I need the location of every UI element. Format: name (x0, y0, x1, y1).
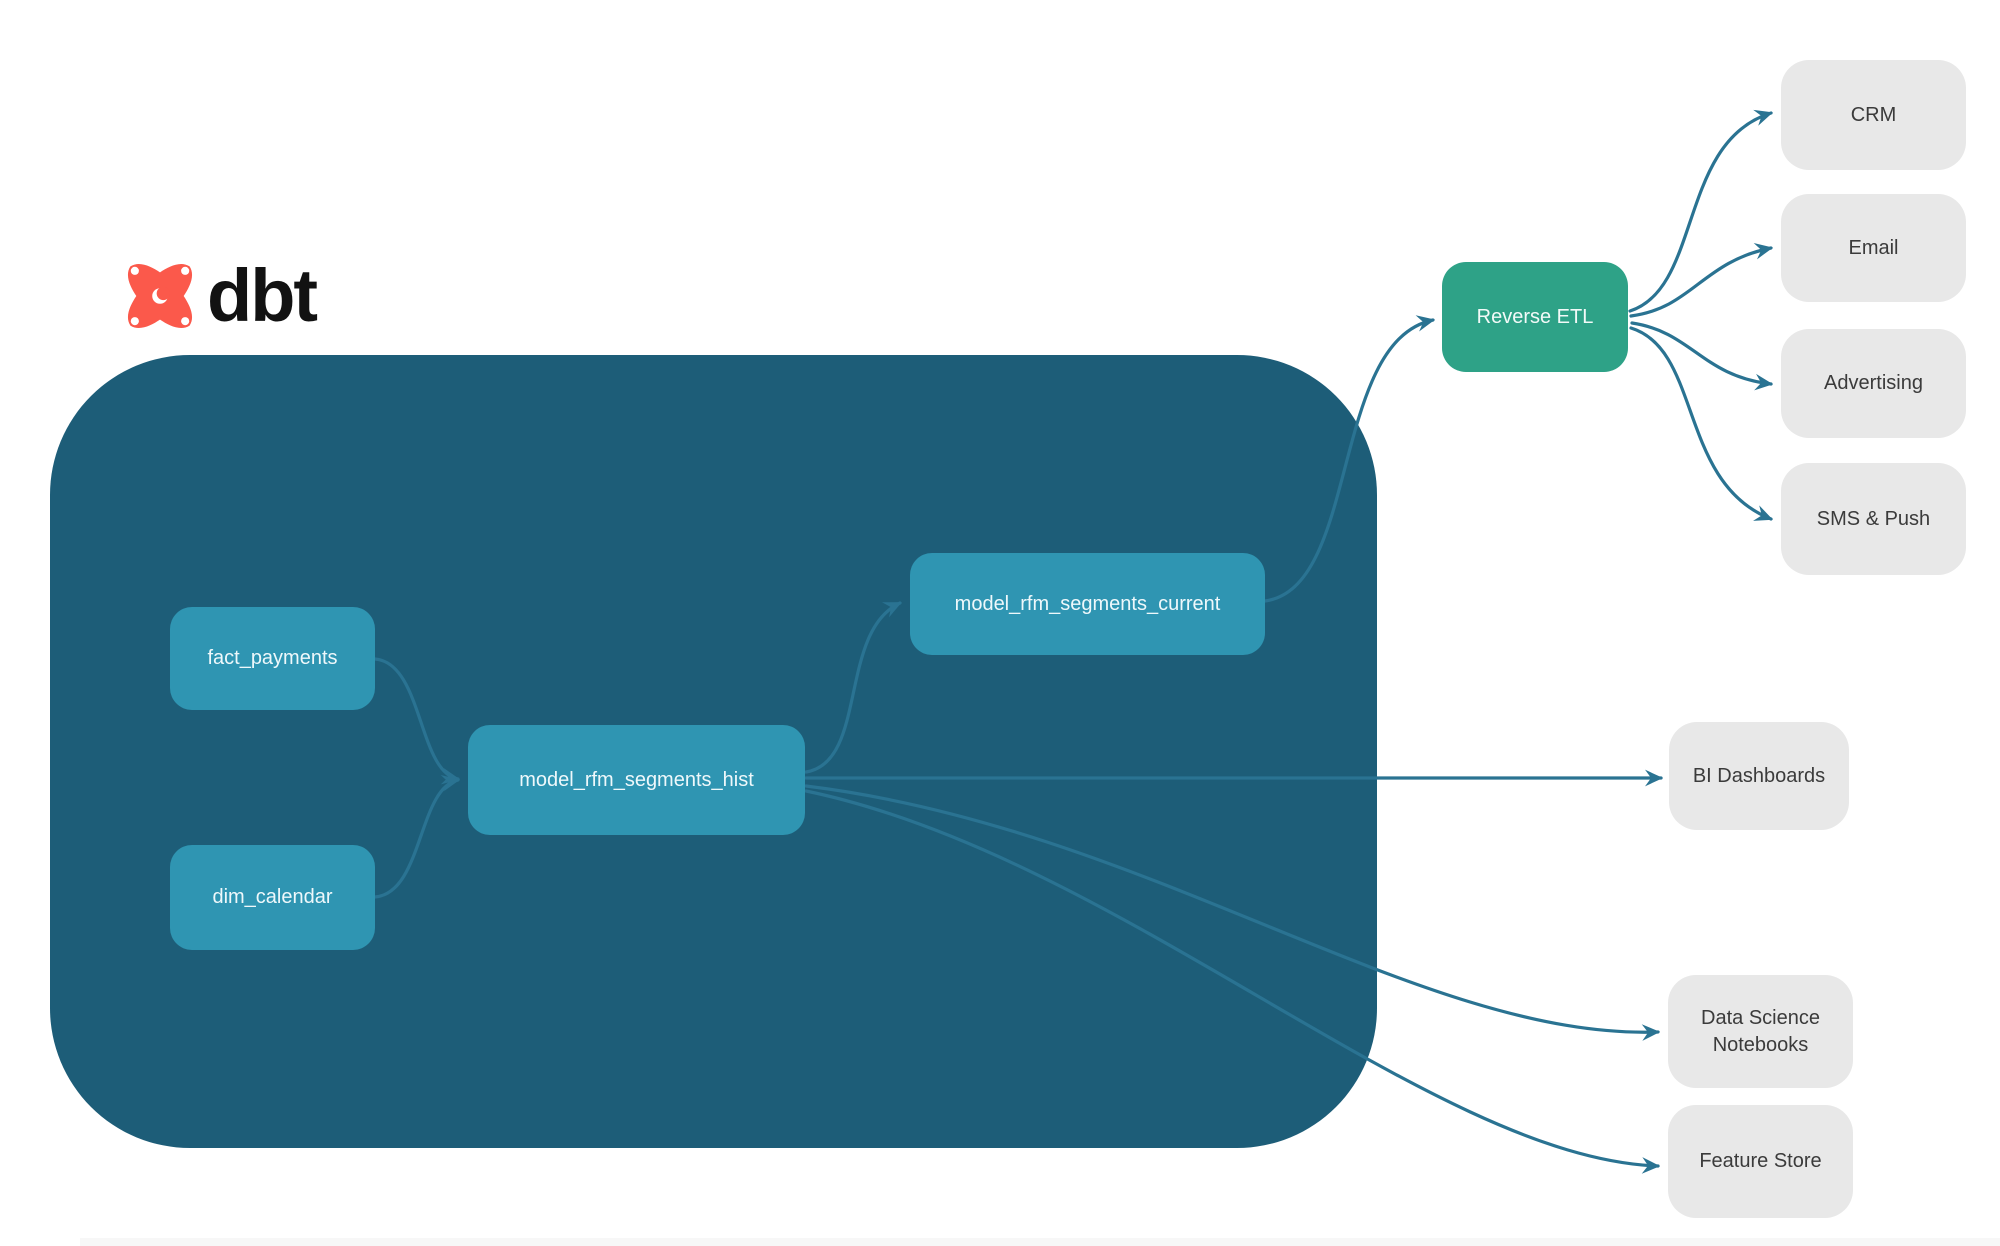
node-fact-payments-label: fact_payments (207, 647, 338, 670)
dbt-logo-icon (123, 259, 197, 333)
node-advertising-label: Advertising (1824, 372, 1923, 395)
edge-reverse-etl-to-advertising (1630, 321, 1774, 391)
node-data-science-notebooks-label: Data Science Notebooks (1701, 1007, 1820, 1056)
node-email: Email (1781, 194, 1966, 302)
edge-hist-to-current (804, 601, 902, 774)
node-crm-label: CRM (1850, 103, 1897, 126)
edge-current-to-reverse-etl (1263, 315, 1436, 603)
node-advertising: Advertising (1781, 329, 1966, 438)
node-sms-push: SMS & Push (1781, 463, 1966, 575)
edge-dim-to-hist (373, 775, 461, 899)
node-sms-push-label: SMS & Push (1816, 507, 1931, 530)
node-reverse-etl: Reverse ETL (1442, 262, 1628, 372)
node-data-science-notebooks: Data Science Notebooks (1668, 975, 1853, 1088)
node-feature-store: Feature Store (1668, 1105, 1853, 1218)
edge-reverse-etl-to-email (1629, 243, 1774, 318)
node-model-rfm-segments-current-label: model_rfm_segments_current (954, 592, 1221, 615)
node-model-rfm-segments-hist: model_rfm_segments_hist (468, 725, 805, 835)
node-reverse-etl-label: Reverse ETL (1476, 305, 1594, 328)
dbt-logo: dbt (123, 254, 318, 337)
node-dim-calendar: dim_calendar (170, 845, 375, 950)
node-bi-dashboards-label: BI Dashboards (1692, 764, 1826, 787)
node-feature-store-label: Feature Store (1699, 1150, 1822, 1173)
dbt-logo-text: dbt (207, 254, 318, 337)
node-email-label: Email (1848, 236, 1899, 259)
node-bi-dashboards: BI Dashboards (1669, 722, 1849, 830)
node-dim-calendar-label: dim_calendar (212, 886, 333, 909)
edge-reverse-etl-to-crm (1628, 109, 1773, 313)
node-model-rfm-segments-hist-label: model_rfm_segments_hist (519, 768, 754, 791)
node-fact-payments: fact_payments (170, 607, 375, 710)
bottom-cutoff-strip (80, 1238, 2000, 1246)
edge-reverse-etl-to-sms (1629, 326, 1773, 521)
edge-hist-to-notebooks (804, 784, 1661, 1041)
node-crm: CRM (1781, 60, 1966, 170)
edge-fact-to-hist (373, 657, 461, 785)
edge-hist-to-feature-store (804, 789, 1661, 1174)
node-model-rfm-segments-current: model_rfm_segments_current (910, 553, 1265, 655)
